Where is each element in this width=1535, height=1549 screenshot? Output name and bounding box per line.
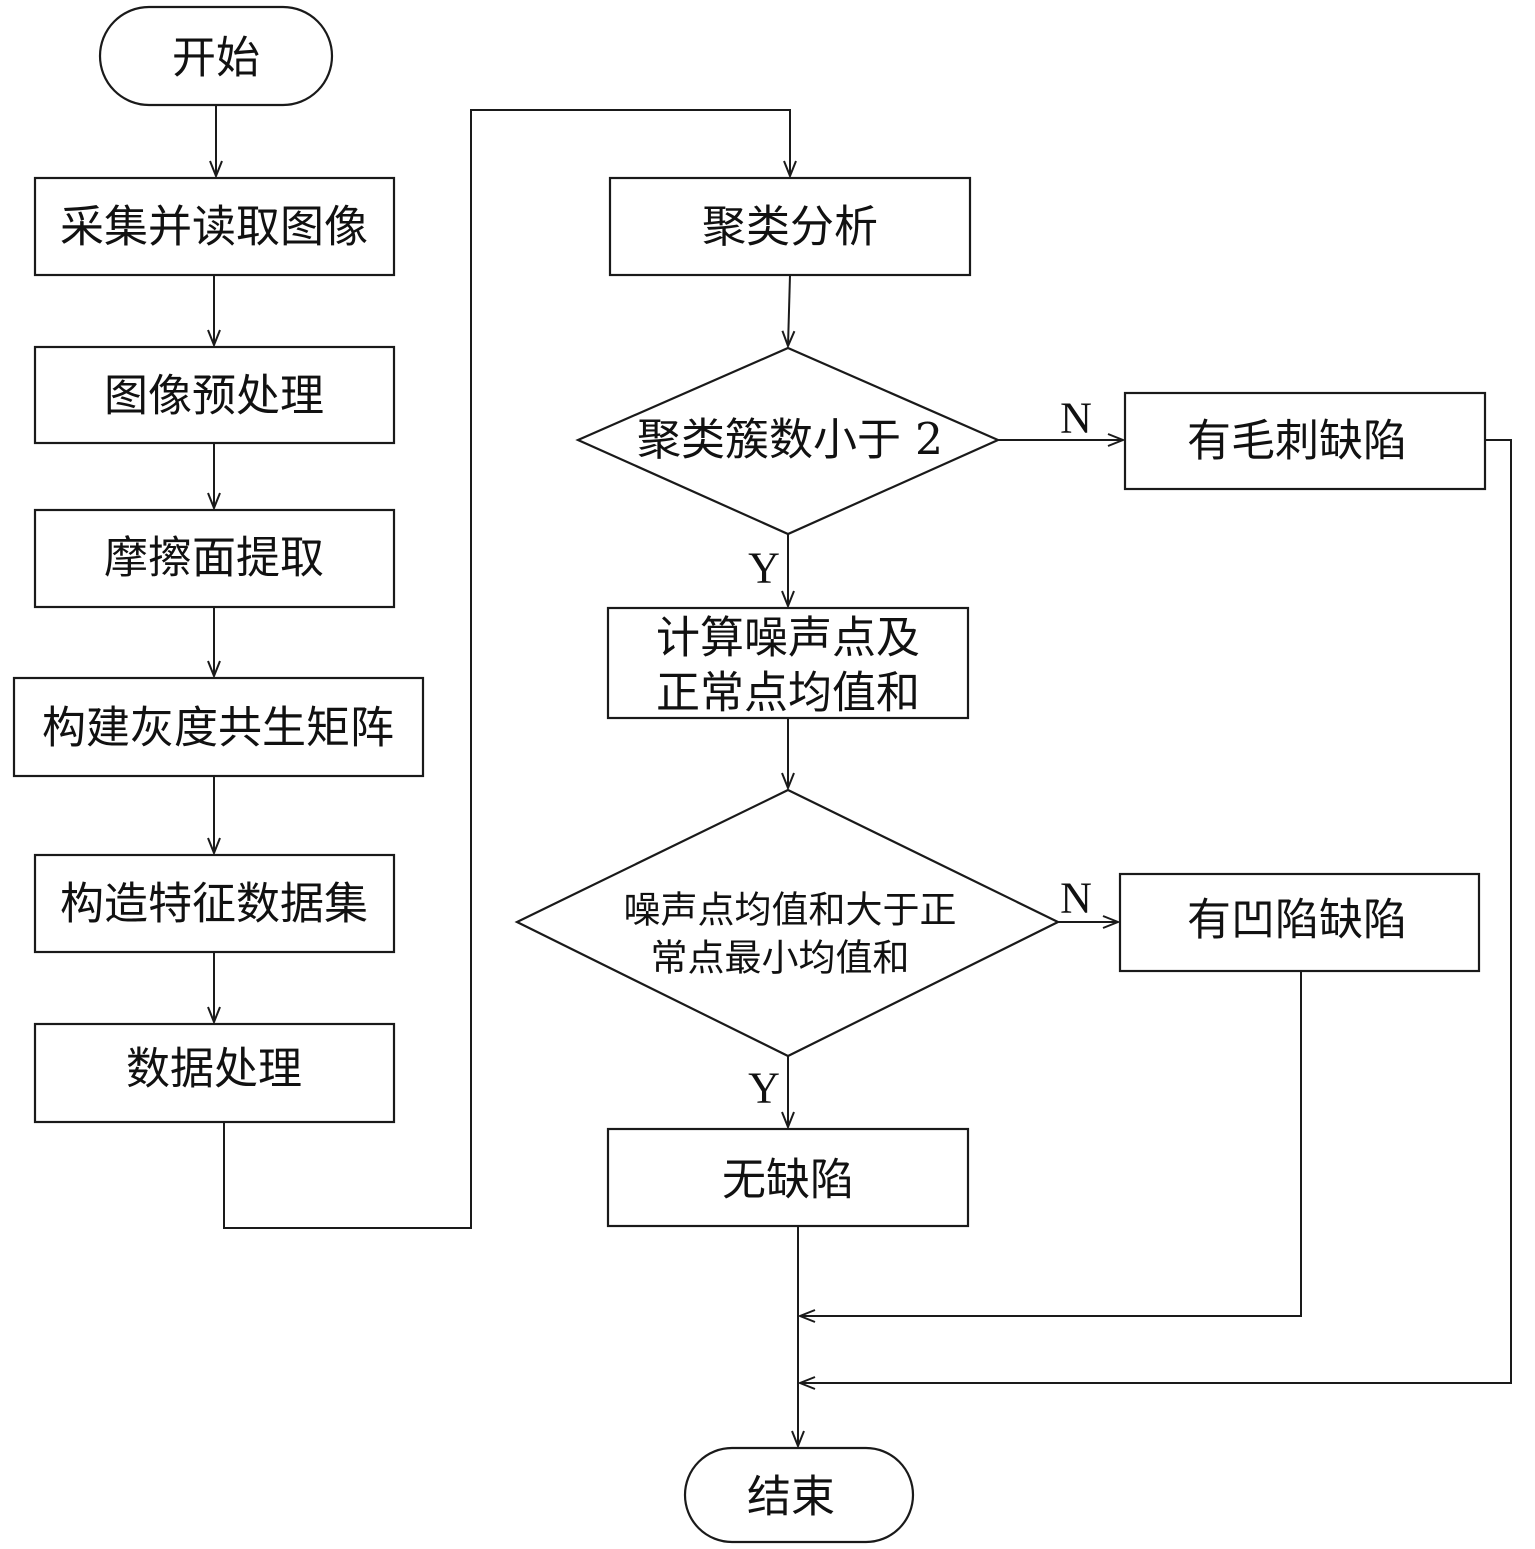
acquire-image-box bbox=[33, 176, 396, 277]
glcm-label: 构建灰度共生矩阵 bbox=[42, 703, 394, 754]
preprocess-label: 图像预处理 bbox=[104, 371, 324, 422]
feature-dataset-label: 构造特征数据集 bbox=[60, 879, 368, 930]
no-defect-label: 无缺陷 bbox=[722, 1155, 854, 1206]
decision1-no-label: N bbox=[1060, 394, 1092, 443]
feature-dataset-box bbox=[33, 853, 396, 954]
connector-dataproc-to-cluster bbox=[223, 109, 790, 1229]
dent-defect-label: 有凹陷缺陷 bbox=[1187, 895, 1407, 946]
cluster-analysis-box bbox=[608, 176, 972, 277]
decision-mean-sum-label-line1: 噪声点均值和大于正 bbox=[624, 889, 957, 932]
dent-defect-box bbox=[1118, 872, 1481, 973]
decision2-yes-label: Y bbox=[748, 1064, 780, 1113]
decision2-no-label: N bbox=[1060, 874, 1092, 923]
start-label: 开始 bbox=[172, 33, 260, 84]
friction-surface-box bbox=[33, 508, 396, 609]
acquire-image-label: 采集并读取图像 bbox=[60, 202, 368, 253]
glcm-box bbox=[12, 676, 425, 778]
data-processing-box bbox=[33, 1022, 396, 1124]
calc-noise-label-line1: 计算噪声点及 bbox=[656, 613, 920, 664]
calc-noise-box bbox=[606, 606, 970, 720]
connector-burr-to-end bbox=[800, 439, 1512, 1383]
decision-cluster-count-label: 聚类簇数小于 2 bbox=[637, 415, 943, 466]
end-label: 结束 bbox=[747, 1472, 835, 1523]
end-terminal bbox=[683, 1446, 915, 1544]
burr-defect-label: 有毛刺缺陷 bbox=[1187, 416, 1407, 467]
decision-mean-sum-label-line2: 常点最小均值和 bbox=[651, 937, 910, 980]
decision1-yes-label: Y bbox=[748, 544, 780, 593]
calc-noise-label-line2: 正常点均值和 bbox=[656, 668, 920, 719]
arrow-cluster-to-decision1 bbox=[788, 274, 790, 346]
connector-dent-to-end bbox=[800, 971, 1302, 1316]
no-defect-box bbox=[606, 1127, 970, 1228]
friction-surface-label: 摩擦面提取 bbox=[104, 533, 324, 584]
data-processing-label: 数据处理 bbox=[126, 1044, 302, 1095]
cluster-analysis-label: 聚类分析 bbox=[702, 202, 878, 253]
